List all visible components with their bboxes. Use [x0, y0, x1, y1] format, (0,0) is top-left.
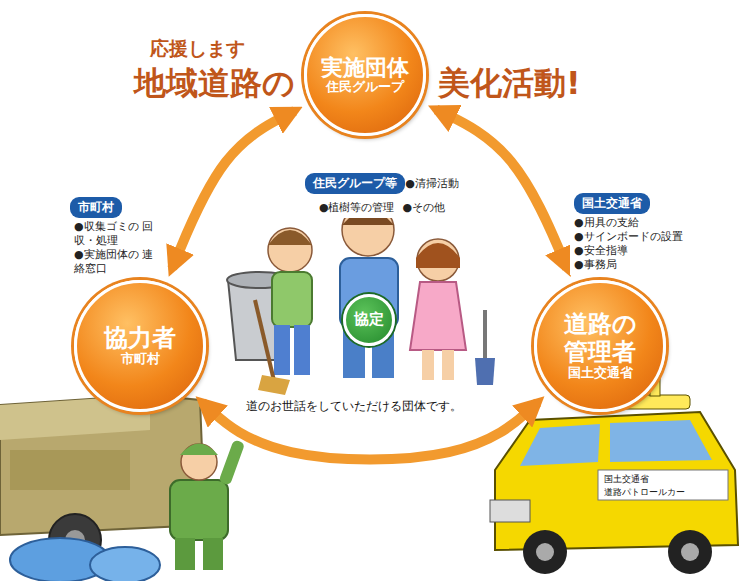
bullet-item: ●その他 — [403, 201, 446, 215]
patrol-car-part — [610, 420, 712, 462]
circle-title: 実施団体 — [321, 55, 409, 80]
bullet-item: ●安全指導 — [574, 244, 690, 258]
patrol-car-part — [681, 543, 699, 561]
girl-with-shovel-part — [410, 282, 466, 350]
bullet-item: ●収集ゴミの 回収・処理 — [70, 220, 154, 248]
circle-subtitle: 国土交通省 — [568, 366, 633, 381]
circle-title: 道路の 管理者 — [560, 311, 639, 366]
girl-with-shovel-part — [417, 239, 459, 281]
boy-with-broom-part — [272, 272, 312, 327]
role-circle: 協力者市町村 — [74, 280, 206, 412]
vehicle-text: 道路パトロールカー — [604, 486, 685, 499]
circle-subtitle: 住民グループ — [326, 80, 404, 95]
circle-title: 協力者 — [104, 325, 176, 353]
bullet-item: ●植樹等の管理 — [319, 201, 395, 215]
boy-with-broom-part — [268, 230, 312, 245]
patrol-car-part — [598, 470, 728, 500]
role-circle: 道路の 管理者国土交通省 — [534, 280, 666, 412]
garbage-truck-part — [10, 450, 130, 490]
girl-with-shovel-part — [475, 358, 495, 385]
agreement-circle: 協定 — [343, 294, 395, 346]
box-heading: 住民グループ等 — [305, 173, 405, 194]
title-text: 美化活動! — [438, 62, 581, 106]
role-box: 住民グループ等●清掃活動 ●植樹等の管理 ●その他 — [270, 170, 502, 218]
garbage-bags — [10, 538, 160, 581]
worker-figure-part — [181, 444, 217, 480]
girl-with-shovel-part — [483, 310, 487, 360]
title-text: 応援します — [150, 36, 245, 62]
worker-figure-part — [170, 480, 228, 540]
bullet-item: ●清掃活動 — [405, 177, 459, 191]
patrol-car-part — [536, 543, 554, 561]
worker-figure-part — [180, 444, 218, 456]
boy-with-broom-part — [255, 300, 275, 385]
worker-figure — [170, 439, 245, 570]
main-circle: 実施団体住民グループ — [304, 14, 426, 136]
role-box: 市町村●収集ゴミの 回収・処理●実施団体の 連絡窓口 — [66, 194, 162, 279]
caption-note: 道のお世話をしていただける団体です。 — [246, 398, 462, 415]
title-text: 地域道路の — [134, 62, 295, 106]
girl-with-shovel — [410, 239, 495, 385]
boy-with-broom-part — [258, 375, 290, 395]
box-heading: 市町村 — [70, 197, 122, 218]
boy-with-broom — [255, 228, 312, 395]
box-heading: 国土交通省 — [574, 193, 650, 214]
man-figure — [340, 204, 398, 378]
patrol-car-part — [495, 412, 738, 550]
bullet-item: ●サインボードの設置 — [574, 230, 690, 244]
worker-figure-part — [175, 538, 195, 570]
boy-with-broom-part — [274, 325, 290, 375]
bullet-item: ●用具の支給 — [574, 216, 690, 230]
bullet-item: ●実施団体の 連絡窓口 — [70, 248, 154, 276]
girl-with-shovel-part — [422, 350, 434, 380]
garbage-truck — [0, 395, 205, 566]
garbage-bags-part — [90, 547, 160, 581]
vehicle-text: 国土交通省 — [604, 473, 649, 486]
patrol-car-part — [668, 530, 712, 574]
girl-with-shovel-part — [416, 243, 460, 268]
boy-with-broom-part — [294, 325, 310, 375]
patrol-car-part — [490, 500, 530, 522]
boy-with-broom-part — [268, 228, 312, 272]
bullet-item: ●事務局 — [574, 258, 690, 272]
circle-subtitle: 市町村 — [121, 352, 160, 367]
girl-with-shovel-part — [442, 350, 454, 380]
circle-title: 協定 — [354, 311, 384, 328]
role-box: 国土交通省 ●用具の支給●サインボードの設置●安全指導●事務局 — [570, 190, 694, 275]
worker-figure-part — [203, 538, 223, 570]
patrol-car-part — [520, 424, 600, 466]
patrol-car-part — [523, 530, 567, 574]
worker-figure-part — [218, 439, 245, 485]
